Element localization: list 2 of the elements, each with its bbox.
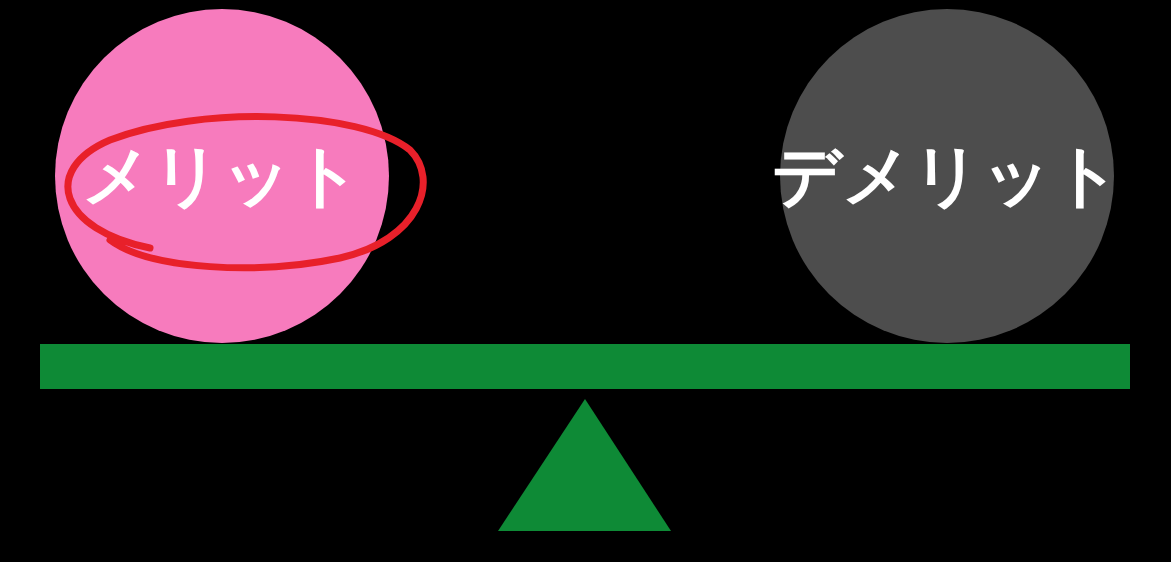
ball-label: デメリット: [772, 134, 1122, 217]
ball-label: メリット: [82, 134, 362, 217]
